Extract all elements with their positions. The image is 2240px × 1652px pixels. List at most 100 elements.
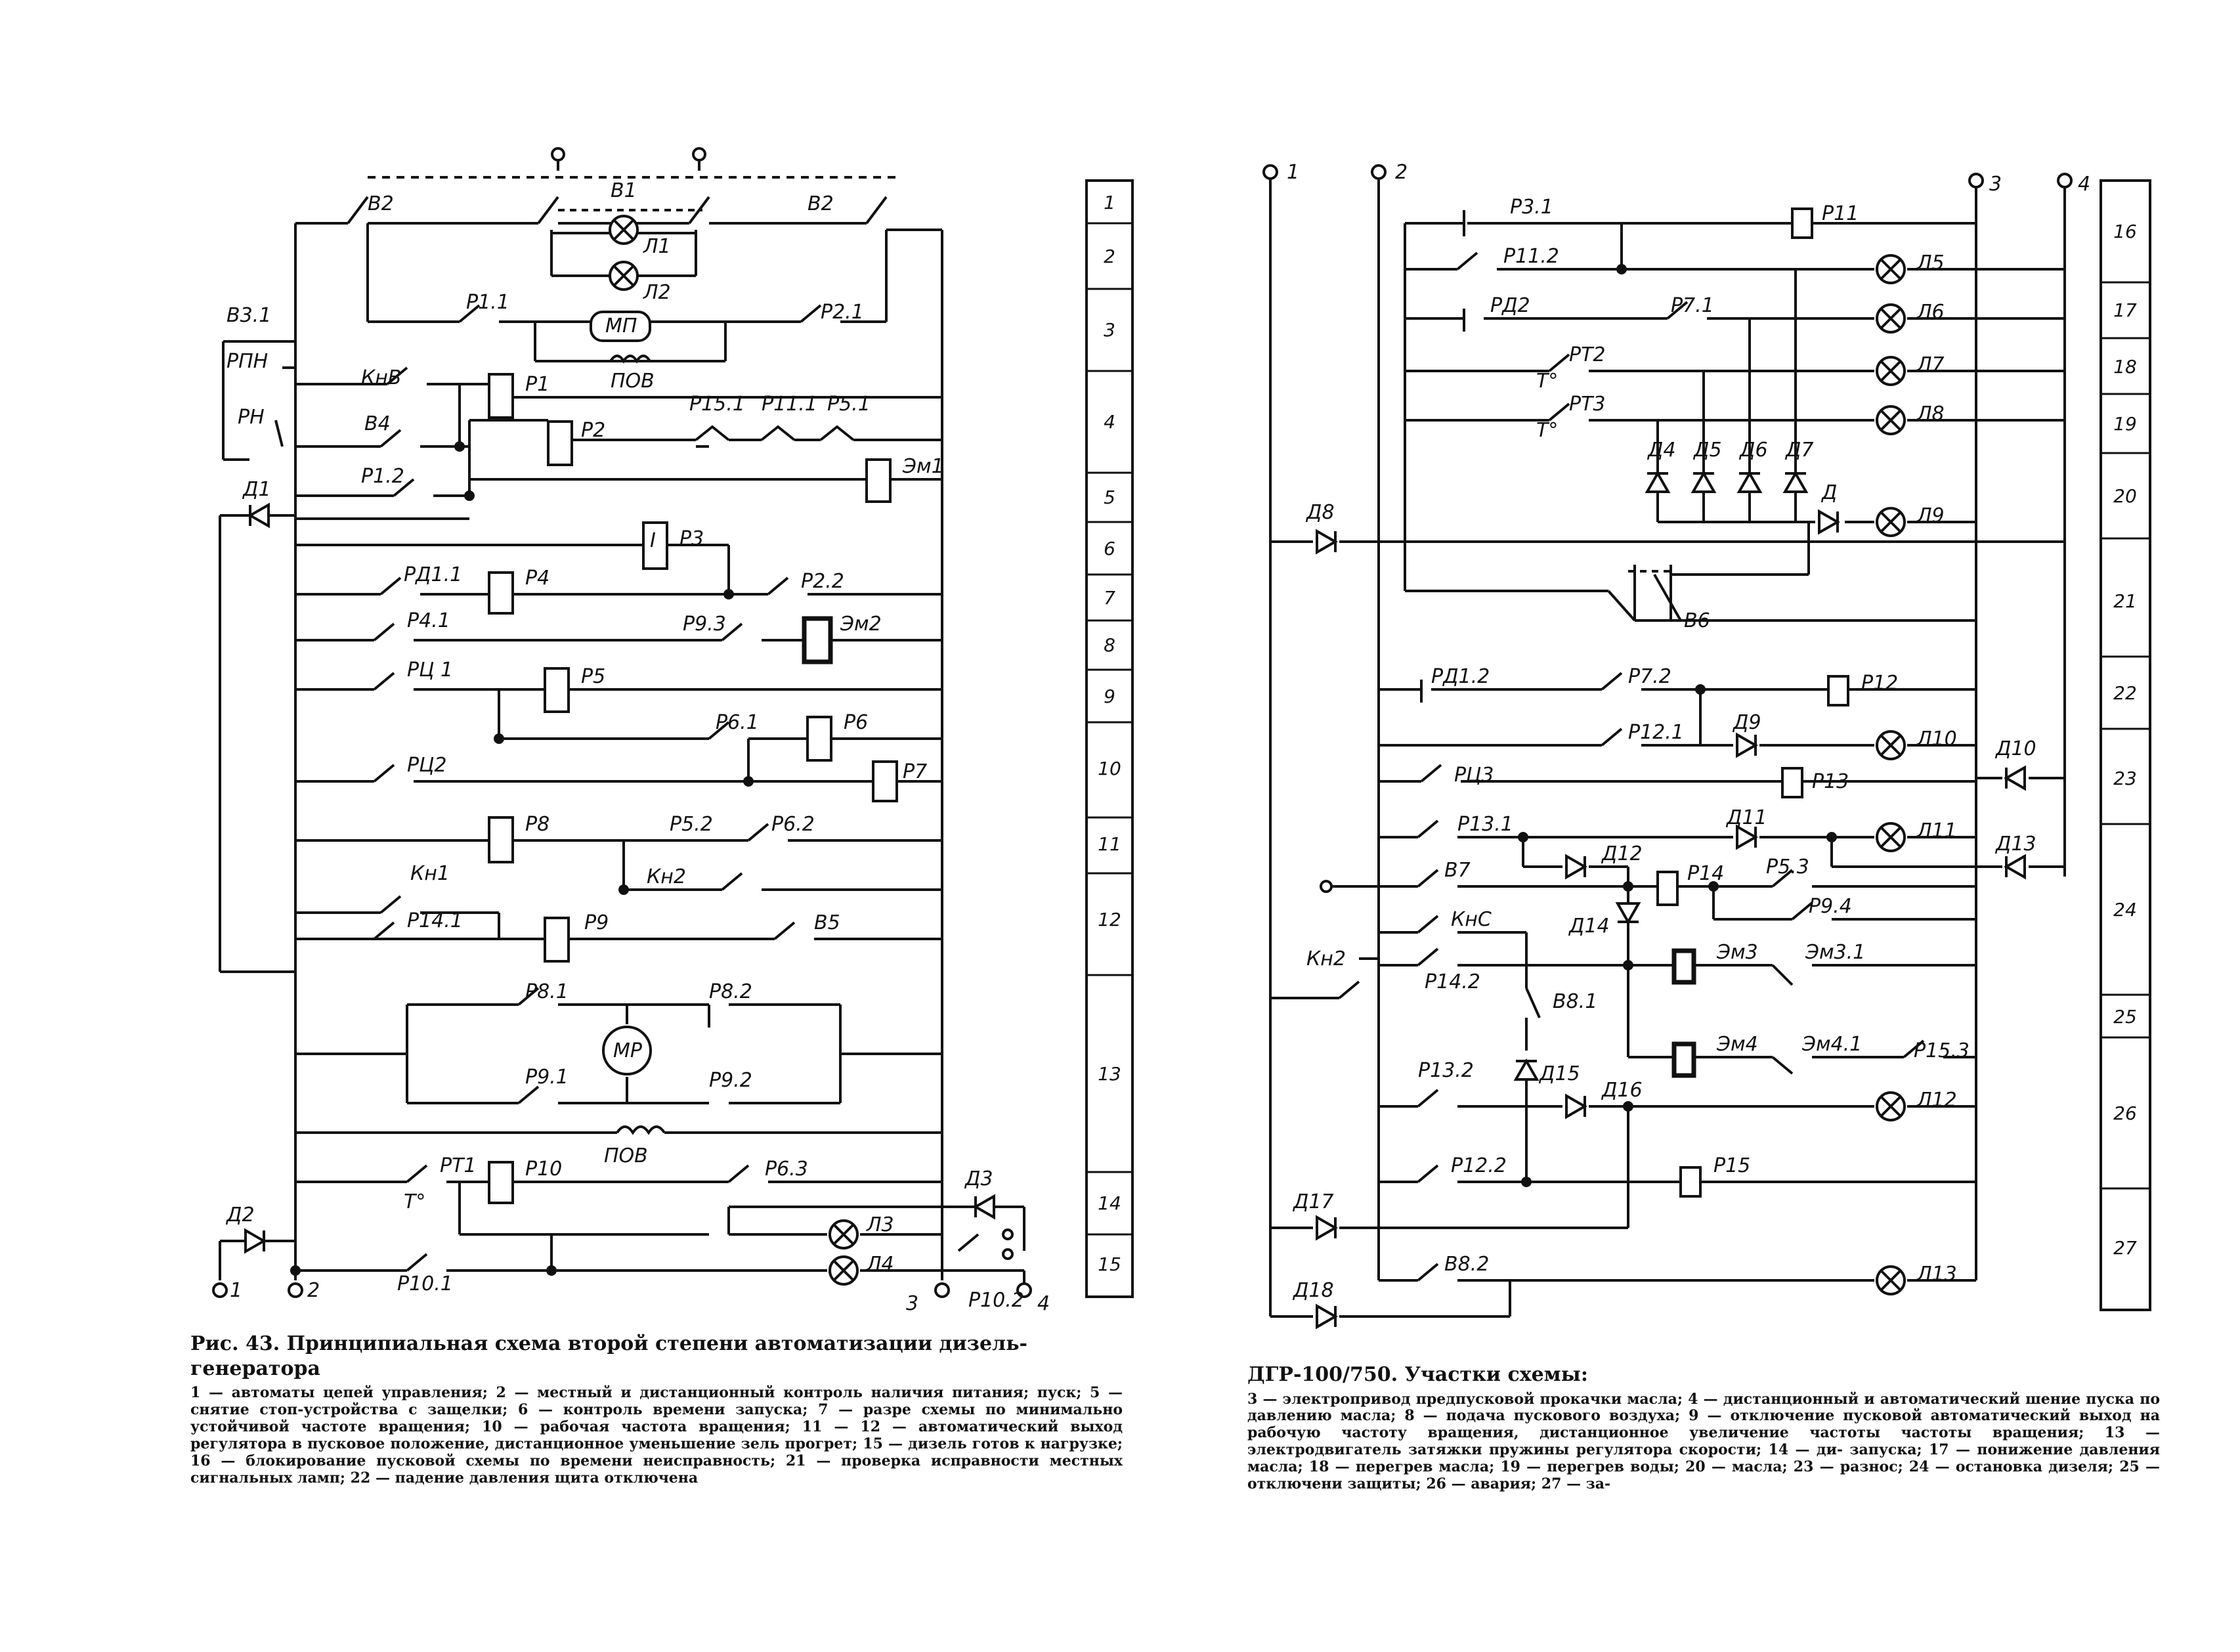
label-p62: Р6.2 [771,813,815,836]
label-p12r: Р12 [1861,672,1898,695]
label-rpn: РПН [226,350,268,373]
lamp-icon [609,261,639,291]
label-p92: Р9.2 [709,1069,752,1092]
terminal-r3: 3 [1989,173,2002,196]
label-d9: Д9 [1732,711,1761,734]
label-p15: Р15 [1713,1154,1750,1177]
label-d2: Д2 [225,1204,255,1227]
left-section-strip: 1 2 3 4 5 6 7 8 9 10 11 12 13 14 15 [1085,179,1134,1298]
diode-icon [1515,1060,1538,1081]
label-p52: Р5.2 [670,813,713,836]
lamp-icon [829,1219,859,1250]
label-p12: Р1.2 [361,465,404,488]
label-v7: В7 [1444,859,1471,882]
diode-icon [1818,510,1839,534]
label-v1: В1 [611,179,637,202]
section-26: 26 [2113,1102,2137,1124]
label-p1: Р1 [525,373,549,396]
diode-icon [2005,855,2026,879]
diode-icon [1565,1095,1586,1118]
section-6: 6 [1104,538,1115,559]
label-d15: Д15 [1538,1062,1580,1085]
label-rd11: РД1.1 [404,563,462,586]
caption-title-right: ДГР-100/750. Участки схемы: [1247,1363,1588,1386]
caption-body-right: 3 — электропривод предпусковой прокачки … [1247,1390,2160,1493]
label-v81: В8.1 [1553,990,1597,1013]
label-l12: Л12 [1916,1089,1957,1112]
lamp-icon [1876,254,1906,284]
label-d8: Д8 [1305,501,1335,524]
section-20: 20 [2113,485,2137,507]
label-em2: Эм2 [840,613,882,636]
label-l11: Л11 [1916,819,1957,842]
label-p122: Р12.2 [1451,1154,1507,1177]
label-d14: Д14 [1568,915,1610,938]
label-d7: Д7 [1784,439,1814,462]
label-kn1: Кн1 [410,862,450,885]
label-p6: Р6 [844,711,868,734]
label-timer: I [650,529,656,552]
label-p11: Р1.1 [466,291,509,314]
label-p91: Р9.1 [525,1066,569,1089]
label-p22: Р2.2 [801,570,844,593]
label-mp: МП [605,315,637,337]
diode-icon [2005,766,2026,790]
lamp-icon [1876,1091,1906,1121]
section-24: 24 [2113,899,2137,921]
label-l8: Л8 [1916,402,1945,425]
label-d1: Д1 [242,478,271,501]
label-rc3: РЦ3 [1454,764,1494,787]
terminal-1: 1 [230,1279,242,1302]
section-9: 9 [1104,685,1115,707]
label-em41: Эм4.1 [1801,1033,1862,1056]
diode-icon [1316,1305,1337,1328]
terminal-4: 4 [1037,1292,1050,1315]
label-p112: Р11.2 [1503,245,1559,268]
section-15: 15 [1098,1253,1121,1275]
label-p63: Р6.3 [765,1158,808,1181]
label-rc1: РЦ 1 [407,659,453,682]
label-p31: Р3.1 [1510,196,1553,219]
label-em1: Эм1 [902,455,944,478]
label-d6: Д6 [1738,439,1768,462]
section-23: 23 [2113,768,2137,789]
label-rt2: РТ2 [1569,343,1606,366]
label-d4: Д4 [1647,439,1676,462]
section-10: 10 [1098,758,1121,779]
diode-icon [1616,902,1640,923]
label-l1: Л1 [643,235,671,258]
section-2: 2 [1104,246,1115,267]
label-p102: Р10.2 [968,1289,1024,1312]
label-pov2: ПОВ [604,1144,648,1167]
label-t3: T° [1536,419,1558,442]
label-p11r: Р11 [1822,202,1859,225]
terminal-r2: 2 [1395,161,1408,184]
label-pov1: ПОВ [611,370,655,393]
section-17: 17 [2113,299,2137,321]
diode-icon [1692,472,1715,493]
label-em3: Эм3 [1716,941,1758,964]
label-rt3: РТ3 [1569,393,1606,416]
label-p121: Р12.1 [1628,721,1684,744]
figure-caption-right: ДГР-100/750. Участки схемы: 3 — электроп… [1247,1362,2160,1493]
label-v6: В6 [1684,609,1710,632]
label-p111: Р11.1 [762,393,817,416]
label-p82: Р8.2 [709,980,752,1003]
label-p2: Р2 [581,419,605,442]
diode-icon [1736,825,1757,849]
label-l3: Л3 [866,1213,894,1236]
label-p53: Р5.3 [1766,856,1809,879]
label-p51: Р5.1 [827,393,871,416]
diode-icon [1646,472,1669,493]
lamp-icon [1876,730,1906,760]
section-19: 19 [2113,413,2137,435]
label-l13: Л13 [1916,1263,1957,1286]
section-3: 3 [1104,319,1115,341]
label-l4: Л4 [866,1253,894,1276]
label-p153: Р15.3 [1914,1039,1970,1062]
section-27: 27 [2113,1237,2137,1259]
label-em31: Эм3.1 [1805,941,1865,964]
section-25: 25 [2113,1006,2137,1028]
label-em4: Эм4 [1716,1033,1758,1056]
label-rc2: РЦ2 [407,754,446,777]
